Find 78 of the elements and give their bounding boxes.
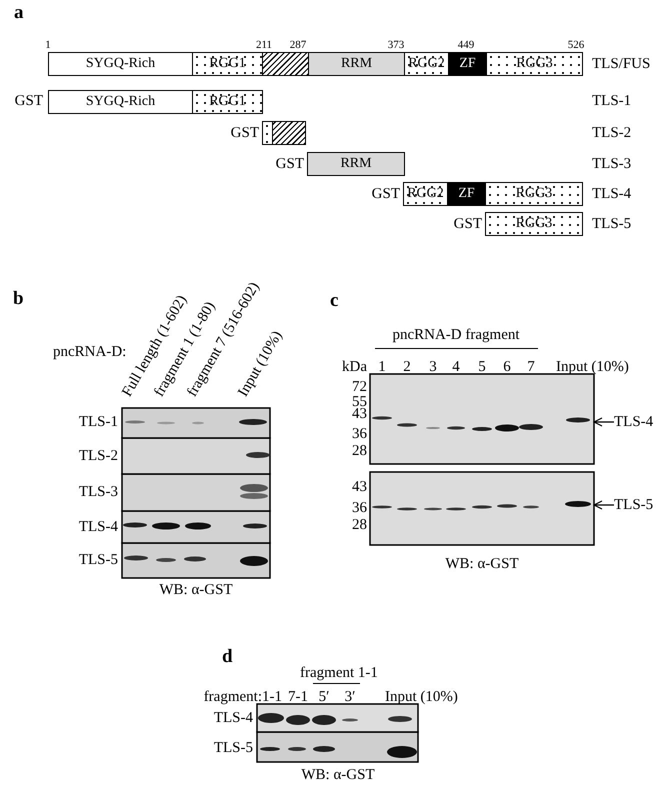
panel-letter: b bbox=[13, 290, 24, 308]
tag-label: GST bbox=[454, 215, 482, 233]
position-number: 287 bbox=[290, 38, 306, 53]
domain-box: RGG1 bbox=[192, 52, 263, 76]
blot-row-label: TLS-4 bbox=[214, 709, 253, 727]
marker-size: 43 bbox=[352, 406, 367, 423]
lane-number: 7 bbox=[527, 358, 535, 376]
domain-box: ZF bbox=[448, 52, 487, 76]
construct-name: TLS-3 bbox=[592, 155, 632, 173]
domain-box: RGG3 bbox=[485, 182, 583, 206]
marker-size: 36 bbox=[352, 499, 367, 517]
row-header: pncRNA-D: bbox=[53, 343, 126, 361]
lane-label: 7-1 bbox=[288, 688, 308, 706]
domain-box: RGG3 bbox=[486, 52, 583, 76]
group-label: fragment 1-1 bbox=[300, 664, 378, 682]
lane-label: 3′ bbox=[344, 688, 356, 706]
lane-number: 5 bbox=[478, 358, 486, 376]
panel-letter: d bbox=[222, 648, 233, 666]
panel-letter: a bbox=[14, 4, 24, 22]
domain-box: RGG3 bbox=[485, 212, 583, 236]
blot-row-label: TLS-5 bbox=[78, 551, 118, 569]
picture bbox=[369, 373, 595, 465]
construct-name: TLS-4 bbox=[592, 185, 632, 203]
antibody-label: WB: α-GST bbox=[159, 581, 233, 599]
marker-size: 28 bbox=[352, 442, 367, 460]
tag-label: GST bbox=[372, 185, 400, 203]
domain-box: RRM bbox=[308, 52, 405, 76]
marker-size: 36 bbox=[352, 425, 367, 443]
marker-size: 28 bbox=[352, 516, 367, 534]
tag-label: GST bbox=[14, 92, 43, 110]
antibody-label: WB: α-GST bbox=[301, 766, 375, 784]
lane-number: 1 bbox=[378, 358, 386, 376]
domain-box: RGG1 bbox=[192, 90, 263, 114]
position-number: 1 bbox=[45, 38, 51, 53]
axis-unit: kDa bbox=[342, 358, 367, 376]
construct-name: TLS/FUS bbox=[592, 55, 650, 73]
blot-row-label: TLS-2 bbox=[78, 447, 118, 465]
position-number: 526 bbox=[568, 38, 584, 53]
row-header: fragment: bbox=[204, 688, 262, 706]
picture bbox=[369, 471, 595, 546]
tag-label: GST bbox=[276, 155, 304, 173]
marker-size: 72 bbox=[352, 378, 367, 396]
group-label: pncRNA-D fragment bbox=[392, 326, 520, 344]
band-label: TLS-4 bbox=[614, 413, 658, 431]
domain-box: SYGQ-Rich bbox=[48, 90, 193, 114]
band-label: TLS-5 bbox=[614, 496, 658, 514]
dotted-domain-box bbox=[262, 121, 273, 145]
blot-row-label: TLS-3 bbox=[78, 483, 118, 501]
lane-number: 3 bbox=[429, 358, 437, 376]
panel-letter: c bbox=[330, 292, 338, 310]
marker-size: 43 bbox=[352, 478, 367, 496]
blot-row-label: TLS-5 bbox=[214, 739, 253, 757]
blot-row-label: TLS-4 bbox=[78, 518, 118, 536]
lane-label: 5′ bbox=[318, 688, 330, 706]
domain-box: SYGQ-Rich bbox=[48, 52, 193, 76]
position-number: 211 bbox=[256, 38, 272, 53]
domain-box: RGG2 bbox=[404, 52, 449, 76]
antibody-label: WB: α-GST bbox=[445, 555, 519, 573]
position-number: 449 bbox=[458, 38, 474, 53]
construct-name: TLS-2 bbox=[592, 124, 632, 142]
domain-box: RGG2 bbox=[403, 182, 448, 206]
position-number: 373 bbox=[388, 38, 404, 53]
lane-number: 6 bbox=[503, 358, 511, 376]
lane-label: Input (10%) bbox=[556, 358, 629, 376]
tag-label: GST bbox=[230, 124, 259, 142]
lane-label: Input (10%) bbox=[385, 688, 458, 706]
blot-row-label: TLS-1 bbox=[78, 413, 118, 431]
domain-box: RRM bbox=[307, 152, 405, 176]
lane-number: 4 bbox=[452, 358, 460, 376]
domain-box: ZF bbox=[447, 182, 486, 206]
lane-number: 2 bbox=[403, 358, 411, 376]
construct-name: TLS-5 bbox=[592, 215, 632, 233]
arrow bbox=[593, 500, 614, 510]
hatched-domain-box bbox=[262, 52, 309, 76]
lane-label: 1-1 bbox=[262, 688, 282, 706]
hatched-domain-box bbox=[272, 121, 306, 145]
arrow bbox=[593, 417, 614, 427]
construct-name: TLS-1 bbox=[592, 92, 632, 110]
